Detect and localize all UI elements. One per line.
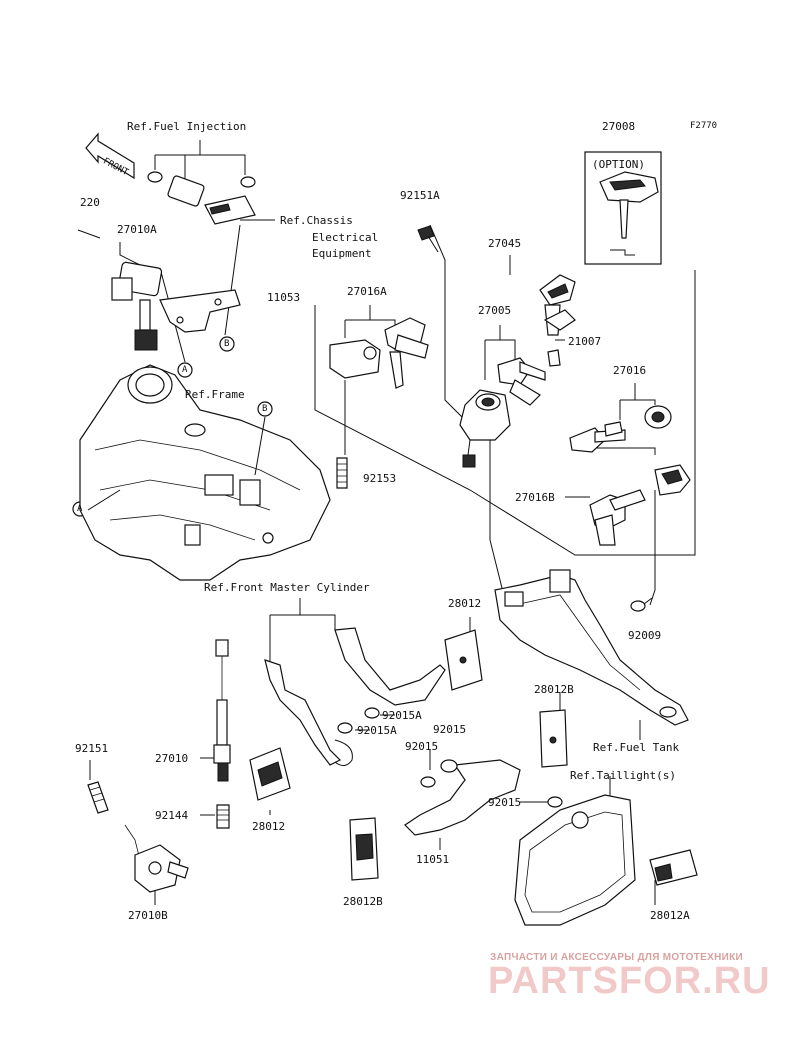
ref-chassis-label-2: Electrical [312, 231, 379, 244]
part-11051-label: 11051 [416, 853, 450, 866]
bolt-92151A [417, 225, 439, 253]
switch-27010 [213, 639, 231, 829]
part-28012-bottom-label: 28012 [252, 820, 286, 833]
part-27010-label: 27010 [155, 752, 189, 765]
part-92153-label: 92153 [363, 472, 397, 485]
part-92009-label: 92009 [628, 629, 662, 642]
watermark-tagline: ЗАПЧАСТИ И АКСЕССУАРЫ ДЛЯ МОТОТЕХНИКИ [490, 952, 743, 963]
main-bracket [494, 569, 689, 726]
option-label: (OPTION) [592, 158, 645, 171]
bolt-92009 [630, 597, 653, 612]
switch-27010A [77, 229, 241, 351]
keys-27045 [539, 274, 576, 367]
part-27016B-label: 27016B [515, 491, 555, 504]
ref-front-master-label: Ref.Front Master Cylinder [204, 581, 370, 594]
ref-fuel-tank-label: Ref.Fuel Tank [593, 741, 680, 754]
ref-frame-label: Ref.Frame [185, 388, 245, 401]
callouts [72, 336, 273, 517]
part-28012A-label: 28012A [650, 909, 690, 922]
part-27008-label: 27008 [602, 120, 636, 133]
fuel-injection-parts [147, 171, 256, 225]
part-92015-label-2: 92015 [405, 740, 439, 753]
part-28012-top-label: 28012 [448, 597, 482, 610]
pad-28012B-bottom [349, 817, 379, 881]
part-27010B-label: 27010B [128, 909, 168, 922]
option-key-27008 [584, 151, 662, 265]
ref-chassis-label-1: Ref.Chassis [280, 214, 353, 227]
part-92151-label: 92151 [75, 742, 109, 755]
watermark-logo: PARTSFOR.RU [488, 960, 771, 1002]
part-220-label: 220 [80, 196, 100, 209]
callout-a-2: A [77, 504, 83, 514]
part-27010A-label: 27010A [117, 223, 157, 236]
bracket-11051 [404, 759, 563, 836]
part-27045-label: 27045 [488, 237, 522, 250]
keys-27016 [569, 405, 672, 453]
keys-27016B [589, 464, 691, 546]
pad-28012-top [444, 629, 483, 691]
part-92015-label-1: 92015 [433, 723, 467, 736]
part-28012B-bottom-label: 28012B [343, 895, 383, 908]
figure-code: F2770 [690, 121, 718, 131]
pad-28012-bottom [249, 747, 291, 801]
pad-28012B-top [539, 709, 568, 768]
part-27005-label: 27005 [478, 304, 512, 317]
ref-taillight-label: Ref.Taillight(s) [570, 769, 676, 782]
front-arrow-icon: FRONT [85, 132, 135, 180]
part-92015-label-3: 92015 [488, 796, 522, 809]
part-92144-label: 92144 [155, 809, 189, 822]
ref-chassis-label-3: Equipment [312, 247, 372, 260]
callout-b-2: B [262, 404, 268, 414]
part-11053-label: 11053 [267, 291, 301, 304]
part-21007-label: 21007 [568, 335, 602, 348]
part-28012B-top-label: 28012B [534, 683, 574, 696]
switch-27010B [87, 781, 189, 893]
part-92015A-label-2: 92015A [357, 724, 397, 737]
mid-bracket [264, 627, 446, 766]
ref-fuel-injection-label: Ref.Fuel Injection [127, 120, 247, 133]
part-92015A-label-1: 92015A [382, 709, 422, 722]
part-92151A-label: 92151A [400, 189, 440, 202]
switch-27005 [459, 357, 546, 468]
callout-b-1: B [224, 339, 230, 349]
taillight-plate [514, 794, 698, 926]
frame-drawing [79, 364, 331, 581]
lock-27016A [329, 317, 429, 489]
part-27016-label: 27016 [613, 364, 647, 377]
part-27016A-label: 27016A [347, 285, 387, 298]
callout-a-1: A [182, 365, 188, 375]
